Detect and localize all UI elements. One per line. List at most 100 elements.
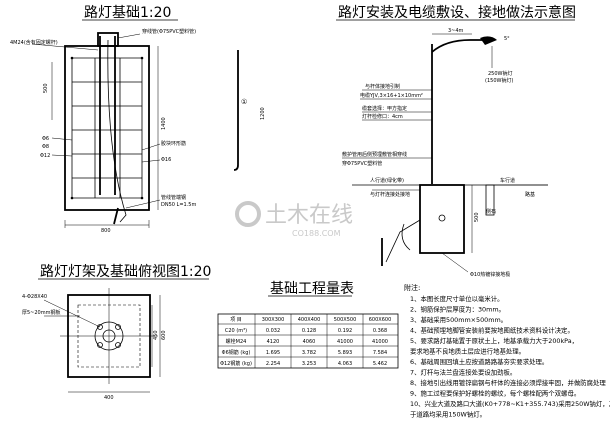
curb-stone — [485, 184, 495, 216]
install-title: 路灯安装及电缆敷设、接地做法示意图 — [338, 4, 576, 21]
table-cell: 41000 — [337, 339, 353, 345]
leader-pipe — [117, 33, 141, 39]
table-header-cell: 500X500 — [334, 317, 357, 323]
rod-length: 1200 — [260, 107, 266, 120]
label-pvc: 穿Φ75PVC塑料管 — [342, 160, 382, 167]
label-dim-450: 450 — [153, 330, 159, 340]
label-ground-lead: 与杆体接地引制 — [365, 83, 400, 90]
label-dim-800: 800 — [101, 228, 111, 234]
label-curb: 侧石 — [486, 208, 496, 215]
label-pipe-ground: 与灯杆连接处接地 — [370, 191, 410, 198]
note-line: 要求地基不良地质土层应进行地基处理。 — [410, 347, 525, 356]
table-header-cell: 600X600 — [369, 317, 392, 323]
rod-number: ① — [241, 98, 247, 106]
note-line: 于道路均采用150W钠灯。 — [410, 410, 486, 419]
table-cell: C20 (m³) — [225, 328, 247, 334]
notes-heading: 附注: — [404, 283, 420, 292]
note-line: 6、基础周围回填土应按道路路基夯实要求处理。 — [410, 357, 548, 366]
label-dim-400: 400 — [104, 395, 114, 401]
watermark-url: CO188.COM — [292, 229, 341, 238]
table-cell: 3.253 — [302, 361, 316, 367]
table-cell: 5.462 — [373, 361, 387, 367]
bolt-hole-2 — [115, 324, 121, 330]
leader-pipe-bottom — [125, 199, 161, 209]
label-dim-600: 600 — [161, 330, 167, 340]
label-cable: 电缆YJV,3×16+1×10mm² — [360, 92, 423, 99]
label-lane3: 路基 — [525, 191, 535, 198]
label-bend: 胶块环形筋 — [161, 140, 186, 147]
label-handhole: 灯杆检修口：4cm — [362, 113, 403, 120]
label-bolts: 4-Φ28X40 — [22, 294, 47, 300]
table-cell: 4120 — [267, 339, 280, 345]
note-line: 1、本图长度尺寸单位以毫米计。 — [410, 294, 504, 303]
note-line: 10、兴业大道及路口大道(K0+778~K1+355.743)采用250W钠灯，… — [410, 399, 610, 408]
label-plate: 厚5~20mm钢板 — [22, 309, 60, 316]
label-rebar16: Φ16 — [161, 157, 171, 163]
label-pipe-bottom2: DN50 L=1.5m — [161, 202, 196, 208]
foundation-center-mark — [438, 214, 446, 222]
label-bolt: 4M24(含有固定螺杆) — [10, 39, 58, 46]
label-pipe: 穿线管(Φ75PVC塑料管) — [142, 28, 196, 35]
table-cell: 4060 — [303, 339, 316, 345]
bolt-hole-1 — [97, 324, 103, 330]
foundation-section-view: 4M24(含有固定螺杆) 穿线管(Φ75PVC塑料管) Φ6 Φ8 Φ12 50… — [10, 28, 266, 234]
label-dim-500-v: 500 — [474, 212, 480, 222]
label-lane: 车行道 — [500, 177, 515, 184]
anchor-rod-detail — [233, 50, 239, 171]
bolt-hole-4 — [115, 342, 121, 348]
rebar-grid — [71, 57, 143, 199]
table-cell: 41000 — [372, 339, 388, 345]
rebar-dots — [70, 56, 144, 200]
table-cell: 0.128 — [302, 328, 316, 334]
watermark: 土木在线 CO188.COM — [235, 201, 353, 238]
bolt-hole-3 — [97, 342, 103, 348]
note-line: 4、基础预埋地脚管安装前要按地图纸技术资料设计决定。 — [410, 326, 574, 335]
table-cell: Φ12钢筋 (kg) — [220, 360, 252, 367]
note-line: 8、接地引出线用镀锌扁钢与杆体的连接必须焊接牢固，并做防腐处理 — [410, 378, 606, 387]
table-cell: 3.782 — [302, 350, 316, 356]
leader-rebar16 — [141, 159, 161, 163]
table-cell: 5.893 — [338, 350, 352, 356]
leader-bend — [141, 143, 161, 151]
note-line: 2、钢筋保护层厚度为：30mm。 — [410, 305, 505, 314]
table-cell: 1.695 — [266, 350, 280, 356]
foundation-title: 路灯基础1:20 — [84, 4, 171, 21]
label-dim-1400: 1400 — [161, 117, 167, 130]
table-header-cell: 400X400 — [298, 317, 321, 323]
leader-rebar6 — [51, 137, 73, 141]
cable-loop — [401, 223, 411, 251]
cable-drop — [385, 219, 421, 263]
label-rebar8: Φ8 — [42, 144, 49, 150]
table-cell: 0.192 — [338, 328, 352, 334]
quantity-title: 基础工程量表 — [270, 280, 354, 297]
lamp-arm — [431, 39, 485, 53]
label-arm: 3~4m — [448, 28, 464, 34]
label-sleeve: 缆套选择：甲方指定 — [362, 105, 407, 112]
lamp-foundation-block — [419, 184, 465, 254]
frame-title: 路灯灯架及基础俯视图1:20 — [40, 263, 211, 280]
label-conduit: 敷护管用后侧预埋敷管相穿线 — [342, 151, 407, 158]
label-pipe-bottom: 管线管端钢 — [161, 194, 186, 201]
install-section-view: 3~4m 5° 250W钠灯 (150W钠灯) 与杆体接地引制 电缆YJV,3×… — [342, 28, 548, 278]
table-header-cell: 项 目 — [230, 317, 242, 323]
label-rebar6: Φ6 — [42, 136, 49, 142]
label-lamp2: (150W钠灯) — [485, 77, 513, 84]
label-sidewalk: 人行道(绿化带) — [370, 177, 404, 184]
note-line: 7、灯杆与法兰盘连接处要设加劲板。 — [410, 368, 516, 377]
note-line: 5、要求路灯基础置于原状土上，地基承载力大于200kPa， — [410, 336, 578, 345]
table-cell: 2.254 — [266, 361, 280, 367]
table-cell: 7.584 — [373, 350, 387, 356]
note-line: 9、施工过程要保护好螺栓的螺纹，每个螺栓配两个双螺母。 — [410, 389, 580, 398]
table-cell: Φ6钢筋 (kg) — [222, 349, 251, 356]
label-lamp: 250W钠灯 — [488, 70, 513, 77]
table-cell: 0.368 — [373, 328, 387, 334]
lamp-head — [480, 36, 497, 45]
table-cell: 0.032 — [266, 328, 280, 334]
label-angle: 5° — [504, 36, 510, 42]
conduit-end — [113, 207, 119, 225]
watermark-name: 土木在线 — [265, 203, 353, 228]
label-ground-rod: Φ10热镀锌接地极 — [470, 271, 510, 278]
notes-block: 附注: 1、本图长度尺寸单位以毫米计。2、钢筋保护层厚度为：30mm。3、基础采… — [404, 283, 610, 419]
